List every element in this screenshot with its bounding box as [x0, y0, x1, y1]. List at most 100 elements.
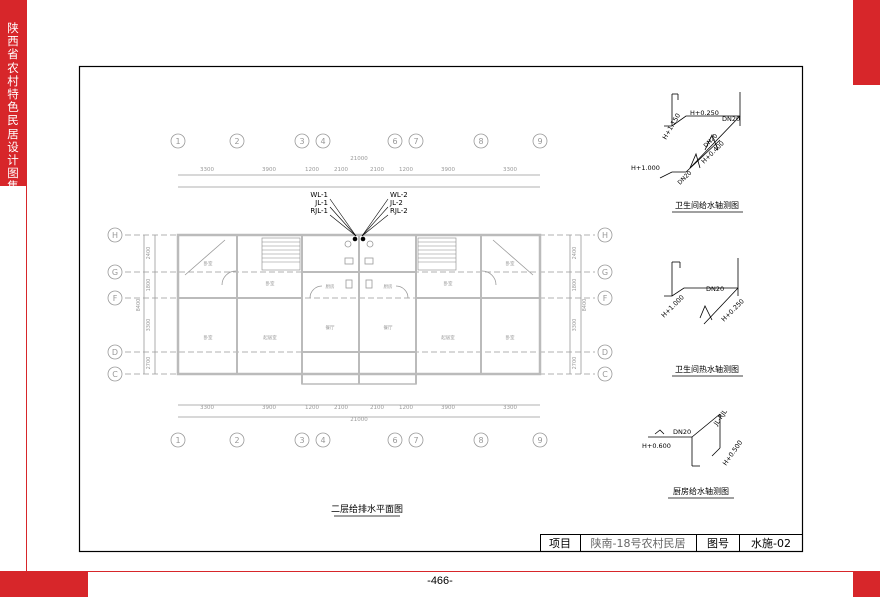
axis-bubble-right	[597, 344, 613, 360]
room-label: 卧室	[506, 334, 515, 341]
axis-bubble-top	[408, 133, 424, 149]
axis-bubble-bottom	[532, 432, 548, 448]
axis-bubble-top	[532, 133, 548, 149]
room-label: 卧室	[506, 260, 515, 267]
axis-bubble-right	[597, 366, 613, 382]
overall-dim-bottom: 21000	[350, 417, 368, 423]
bottom-dim: 3900	[441, 405, 455, 411]
room-label: 卧室	[204, 260, 213, 267]
bottom-dim: 2100	[334, 405, 348, 411]
axis-letter-left: G	[112, 268, 118, 277]
left-dim: 2700	[146, 357, 152, 370]
axis-bubble-bottom	[387, 432, 403, 448]
diagram3-label-elev-0500: H+0.500	[721, 439, 744, 467]
axis-number-top: 3	[299, 137, 304, 146]
left-total-dim: 8400	[136, 299, 142, 312]
diagram1-label-elev-0250: H+0.250	[690, 109, 719, 117]
floor-plan	[125, 174, 595, 418]
plan-title: 二层给排水平面图	[331, 503, 403, 515]
pipe-label-rjl-2: RJL-2	[390, 207, 408, 215]
pipe-label-wl-2: WL-2	[390, 191, 408, 199]
axis-bubble-bottom	[473, 432, 489, 448]
right-dim: 1800	[572, 279, 578, 292]
axis-bubble-bottom	[229, 432, 245, 448]
axis-bubble-top	[170, 133, 186, 149]
axis-number-top: 1	[175, 137, 180, 146]
axis-bubble-top	[294, 133, 310, 149]
drawing-frame	[78, 65, 804, 553]
room-label: 卧室	[266, 280, 275, 287]
bottom-dim: 3300	[200, 405, 214, 411]
right-dim: 2700	[572, 357, 578, 370]
pipe-label-wl-1: WL-1	[310, 191, 328, 199]
footer-bar-left	[0, 571, 88, 597]
axis-number-bottom: 2	[234, 436, 239, 445]
axis-number-bottom: 4	[320, 436, 325, 445]
footer-rule	[88, 571, 853, 572]
room-label: 起居室	[441, 334, 455, 341]
title-block	[540, 534, 802, 551]
axis-bubble-top	[473, 133, 489, 149]
top-dim: 2100	[370, 167, 384, 173]
top-dim: 3900	[441, 167, 455, 173]
top-dim: 1200	[399, 167, 413, 173]
overall-dim-top: 21000	[350, 156, 368, 162]
axis-letter-left: H	[112, 231, 118, 240]
axis-letter-right: F	[603, 294, 608, 303]
axis-number-top: 6	[392, 137, 397, 146]
diagram3-label-elev-0600: H+0.600	[642, 442, 671, 450]
axis-number-top: 2	[234, 137, 239, 146]
axis-letter-right: D	[602, 348, 608, 357]
top-dim: 3300	[503, 167, 517, 173]
top-dim: 3900	[262, 167, 276, 173]
axis-number-top: 8	[478, 137, 483, 146]
axis-bubble-right	[597, 290, 613, 306]
axis-bubble-left	[107, 290, 123, 306]
diagram3-label-dn20: DN20	[673, 428, 691, 436]
axis-bubble-top	[387, 133, 403, 149]
bottom-dim: 1200	[305, 405, 319, 411]
axis-bubble-left	[107, 344, 123, 360]
axis-bubble-top	[315, 133, 331, 149]
pipe-label-jl-1: JL-1	[314, 199, 328, 207]
axis-letter-left: F	[113, 294, 118, 303]
axis-bubble-bottom	[170, 432, 186, 448]
axis-number-top: 7	[413, 137, 418, 146]
pipe-risers	[329, 198, 389, 242]
axis-letter-right: G	[602, 268, 608, 277]
axis-bubble-bottom	[294, 432, 310, 448]
diagram1-label-elev-1000: H+1.000	[631, 164, 660, 172]
room-label: 卧室	[444, 280, 453, 287]
top-dim: 3300	[200, 167, 214, 173]
axis-bubble-right	[597, 264, 613, 280]
title-block-project-label: 项目	[549, 537, 571, 550]
room-label: 起居室	[263, 334, 277, 341]
axis-bubble-left	[107, 366, 123, 382]
axis-letter-left: D	[112, 348, 118, 357]
right-dim: 2400	[572, 247, 578, 260]
right-tab	[853, 0, 880, 85]
axis-number-bottom: 6	[392, 436, 397, 445]
axis-number-bottom: 9	[537, 436, 542, 445]
diagram2-label-dn20: DN20	[706, 285, 724, 293]
title-block-drawing-no-label: 图号	[707, 537, 729, 550]
axis-number-bottom: 7	[413, 436, 418, 445]
right-total-dim: 8400	[582, 299, 588, 312]
page-number: -466-	[427, 575, 453, 587]
bottom-dim: 1200	[399, 405, 413, 411]
room-label: 餐厅	[326, 324, 335, 331]
axis-number-bottom: 1	[175, 436, 180, 445]
left-dim: 2400	[146, 247, 152, 260]
axis-bubble-bottom	[408, 432, 424, 448]
axis-number-top: 4	[320, 137, 325, 146]
bottom-dim: 2100	[370, 405, 384, 411]
diagram2-title: 卫生间热水轴测图	[675, 364, 739, 374]
diagram3-title: 厨房给水轴测图	[673, 486, 729, 496]
side-title: 陕西省农村特色民居设计图集	[7, 21, 19, 194]
top-dim: 2100	[334, 167, 348, 173]
axis-number-bottom: 3	[299, 436, 304, 445]
bottom-dim: 3300	[503, 405, 517, 411]
axis-bubble-left	[107, 264, 123, 280]
room-label: 餐厅	[384, 324, 393, 331]
